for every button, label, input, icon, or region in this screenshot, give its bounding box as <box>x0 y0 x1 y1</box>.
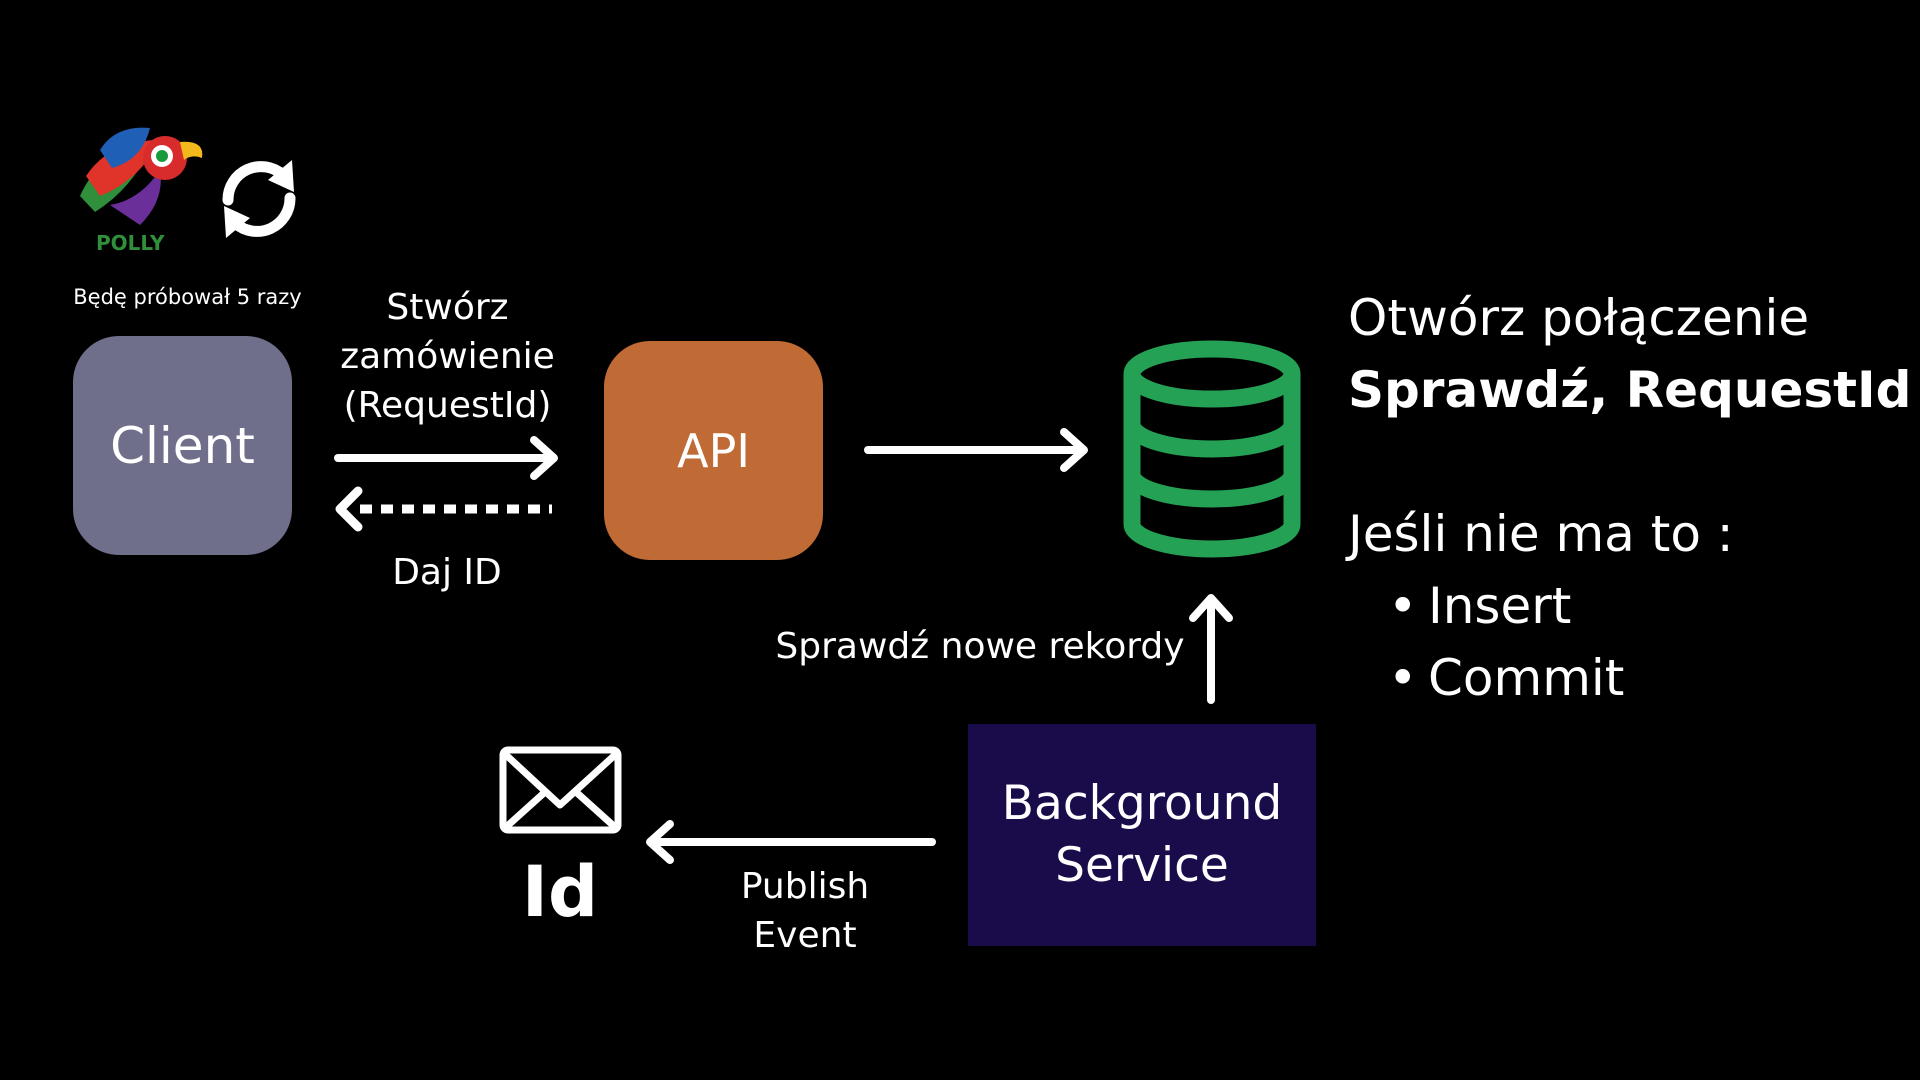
response-arrow <box>335 486 552 532</box>
message-id-label: Id <box>521 851 599 933</box>
poll-arrow <box>1189 594 1233 704</box>
process-note: Otwórz połączenie Sprawdź, RequestId Jeś… <box>1348 282 1911 714</box>
publish-label-line: Event <box>753 915 857 956</box>
request-label-line: zamówienie <box>340 336 555 377</box>
note-bullet-list: Insert Commit <box>1348 570 1911 714</box>
poll-label: Sprawdź nowe rekordy <box>775 626 1185 667</box>
publish-arrow <box>646 820 936 864</box>
client-label: Client <box>110 416 255 475</box>
background-service-label: Background <box>1001 776 1283 831</box>
polly-logo: POLLY <box>80 127 203 255</box>
request-label: Stwórz zamówienie (RequestId) <box>325 283 570 430</box>
note-bullet: Commit <box>1388 642 1911 714</box>
refresh-icon <box>222 161 296 237</box>
publish-label: Publish Event <box>700 862 910 960</box>
database-icon <box>1123 340 1301 558</box>
note-spacer <box>1348 426 1911 498</box>
background-service-node: Background Service <box>968 724 1316 946</box>
request-label-line: (RequestId) <box>343 385 552 426</box>
retry-note: Będę próbował 5 razy <box>73 285 302 309</box>
publish-label-line: Publish <box>740 866 870 907</box>
polly-wordmark: POLLY <box>96 231 165 255</box>
note-line-condition: Jeśli nie ma to : <box>1348 505 1734 563</box>
note-line-check: Sprawdź, RequestId <box>1348 361 1912 419</box>
refresh-arrowheads <box>224 160 294 238</box>
api-node: API <box>604 341 823 560</box>
api-label: API <box>677 423 750 478</box>
note-line-open-connection: Otwórz połączenie <box>1348 289 1810 347</box>
client-node: Client <box>73 336 292 555</box>
envelope-icon <box>499 746 622 834</box>
background-service-label: Service <box>1055 838 1229 893</box>
request-arrow <box>334 436 558 480</box>
note-bullet: Insert <box>1388 570 1911 642</box>
request-label-line: Stwórz <box>386 287 509 328</box>
api-to-database-arrow <box>864 428 1088 472</box>
response-label: Daj ID <box>392 552 502 593</box>
